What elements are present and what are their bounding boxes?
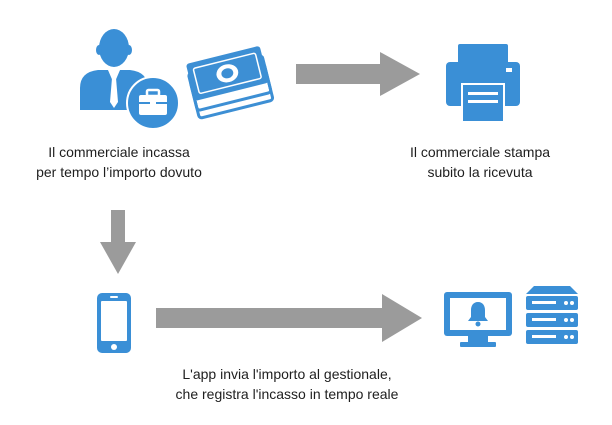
briefcase-icon bbox=[126, 76, 180, 130]
arrow-right-bottom bbox=[156, 294, 422, 342]
caption-collect-line1: Il commerciale incassa bbox=[48, 144, 190, 160]
caption-collect: Il commerciale incassa per tempo l’impor… bbox=[14, 142, 224, 182]
arrow-right-top bbox=[296, 52, 420, 98]
printer-icon bbox=[444, 40, 522, 124]
caption-sync-line2: che registra l'incasso in tempo reale bbox=[175, 386, 399, 402]
monitor-bell-icon bbox=[442, 290, 514, 350]
caption-collect-line2: per tempo l’importo dovuto bbox=[36, 164, 202, 180]
cash-bills-icon bbox=[182, 44, 278, 124]
caption-print-line2: subito la ricevuta bbox=[427, 164, 533, 180]
smartphone-icon bbox=[96, 292, 132, 354]
arrow-down bbox=[100, 210, 136, 274]
caption-sync: L'app invia l'importo al gestionale, che… bbox=[160, 364, 414, 404]
server-icon bbox=[524, 284, 580, 350]
caption-print: Il commerciale stampa subito la ricevuta bbox=[380, 142, 580, 182]
caption-sync-line1: L'app invia l'importo al gestionale, bbox=[182, 366, 392, 382]
caption-print-line1: Il commerciale stampa bbox=[409, 144, 551, 160]
